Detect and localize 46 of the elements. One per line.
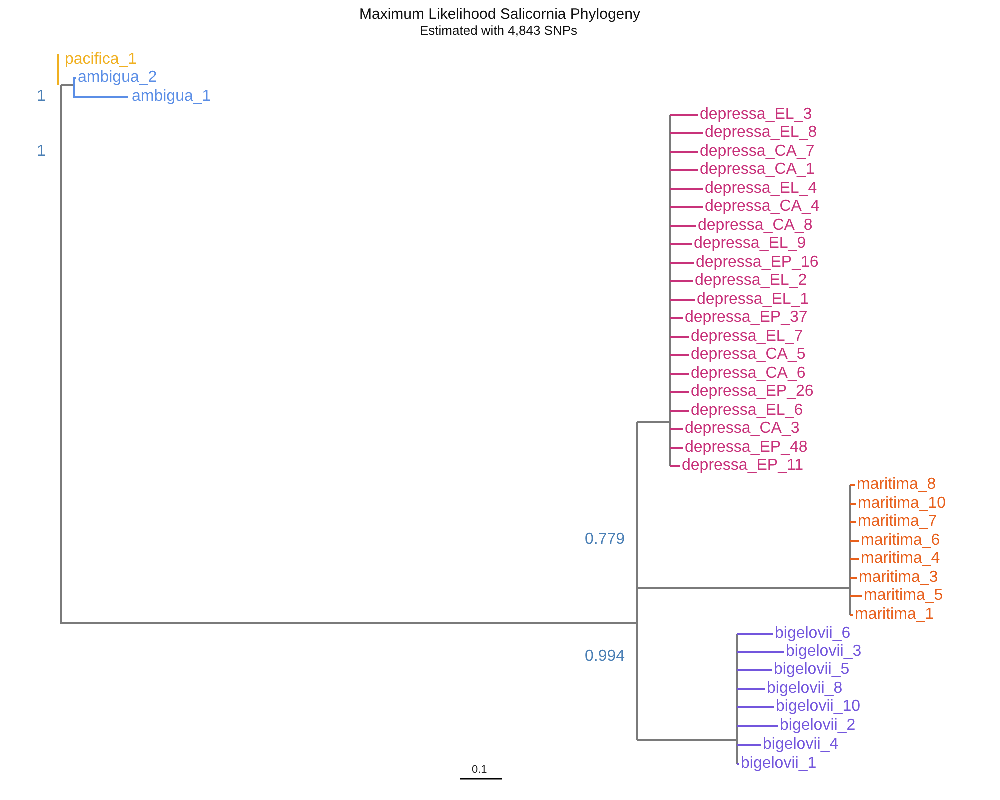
taxon-label: maritima_4: [861, 550, 940, 568]
taxon-label: depressa_CA_5: [691, 346, 806, 364]
subtitle: Estimated with 4,843 SNPs: [420, 22, 578, 40]
scale-label: 0.1: [472, 763, 488, 778]
taxon-label: depressa_CA_6: [691, 365, 806, 383]
taxon-label: ambigua_1: [132, 88, 212, 106]
taxon-label: depressa_EL_2: [695, 272, 808, 290]
taxon-label: depressa_EL_6: [691, 402, 804, 420]
taxon-label: depressa_CA_3: [685, 420, 800, 438]
taxon-label: depressa_EP_48: [685, 439, 808, 457]
taxon-label: depressa_EP_11: [682, 457, 804, 475]
taxon-label: bigelovii_5: [774, 661, 850, 679]
taxon-label: depressa_EL_3: [700, 106, 812, 124]
taxon-label: pacifica_1: [65, 51, 138, 69]
taxon-label: bigelovii_4: [763, 736, 839, 754]
taxon-label: maritima_10: [858, 495, 946, 513]
taxon-label: depressa_EL_8: [705, 124, 818, 142]
taxon-label: depressa_CA_8: [698, 217, 813, 235]
taxon-label: depressa_CA_4: [705, 198, 820, 216]
support-value: 0.779: [585, 531, 626, 549]
taxon-label: depressa_EL_4: [705, 180, 818, 198]
support-value: 0.994: [585, 648, 626, 666]
taxon-label: depressa_EL_9: [694, 235, 806, 253]
taxon-label: maritima_1: [855, 606, 934, 624]
taxon-label: ambigua_2: [78, 69, 158, 87]
taxon-label: depressa_EP_37: [685, 309, 808, 327]
taxon-label: maritima_8: [857, 476, 936, 494]
taxon-label: depressa_EP_16: [696, 254, 819, 272]
taxon-label: maritima_6: [861, 532, 940, 550]
support-value: 1: [37, 143, 46, 161]
support-value: 1: [37, 88, 46, 106]
taxon-label: bigelovii_3: [786, 643, 862, 661]
taxon-label: bigelovii_8: [767, 680, 843, 698]
taxon-label: maritima_5: [864, 587, 944, 605]
taxon-label: depressa_EL_7: [691, 328, 804, 346]
taxon-label: bigelovii_1: [741, 755, 817, 773]
taxon-label: bigelovii_6: [775, 625, 851, 643]
taxon-label: depressa_CA_1: [700, 161, 815, 179]
taxon-label: maritima_7: [858, 513, 938, 531]
taxon-label: bigelovii_2: [780, 717, 856, 735]
taxon-label: bigelovii_10: [776, 698, 861, 716]
chart-title: Maximum Likelihood Salicornia Phylogeny: [358, 6, 642, 23]
taxon-label: depressa_EP_26: [691, 383, 814, 401]
taxon-label: depressa_CA_7: [700, 143, 815, 161]
taxon-label: maritima_3: [859, 569, 938, 587]
taxon-label: depressa_EL_1: [697, 291, 810, 309]
